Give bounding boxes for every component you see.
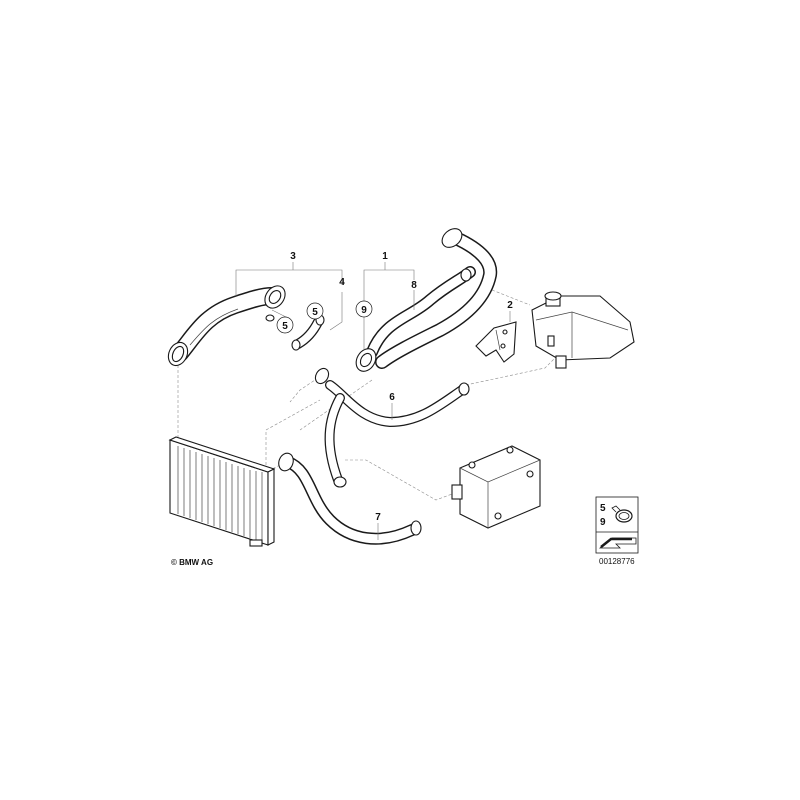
hose-clamp-icon bbox=[611, 505, 633, 523]
callout-6: 6 bbox=[389, 392, 395, 403]
hose-upper-radiator bbox=[167, 285, 286, 367]
callout-3: 3 bbox=[290, 251, 296, 262]
callout-1: 1 bbox=[382, 251, 388, 262]
diagram-code: 00128776 bbox=[599, 557, 635, 566]
callout-2: 2 bbox=[507, 300, 513, 311]
copyright-label: © BMW AG bbox=[171, 558, 214, 567]
assembly-guide-lines bbox=[177, 289, 556, 501]
callout-4: 4 bbox=[339, 277, 345, 288]
expansion-tank bbox=[531, 291, 635, 369]
oil-cooler bbox=[451, 445, 541, 529]
small-hose-5 bbox=[291, 314, 325, 351]
hose-7 bbox=[278, 452, 422, 545]
legend-box: 5 9 bbox=[595, 496, 639, 554]
hose-6 bbox=[314, 367, 470, 488]
callout-7: 7 bbox=[375, 512, 381, 523]
callout-9: 9 bbox=[361, 305, 367, 316]
callout-8: 8 bbox=[411, 280, 417, 291]
legend-item-9: 9 bbox=[600, 517, 606, 528]
legend-item-5: 5 bbox=[600, 503, 606, 514]
radiator bbox=[168, 436, 276, 547]
callout-5-left: 5 bbox=[282, 321, 288, 332]
arrow-icon bbox=[598, 537, 637, 549]
hose-central-pair bbox=[355, 228, 498, 372]
leader-lines bbox=[235, 262, 511, 540]
callout-circles bbox=[276, 300, 373, 334]
bracket-2 bbox=[475, 321, 517, 363]
callout-5-right: 5 bbox=[312, 307, 318, 318]
